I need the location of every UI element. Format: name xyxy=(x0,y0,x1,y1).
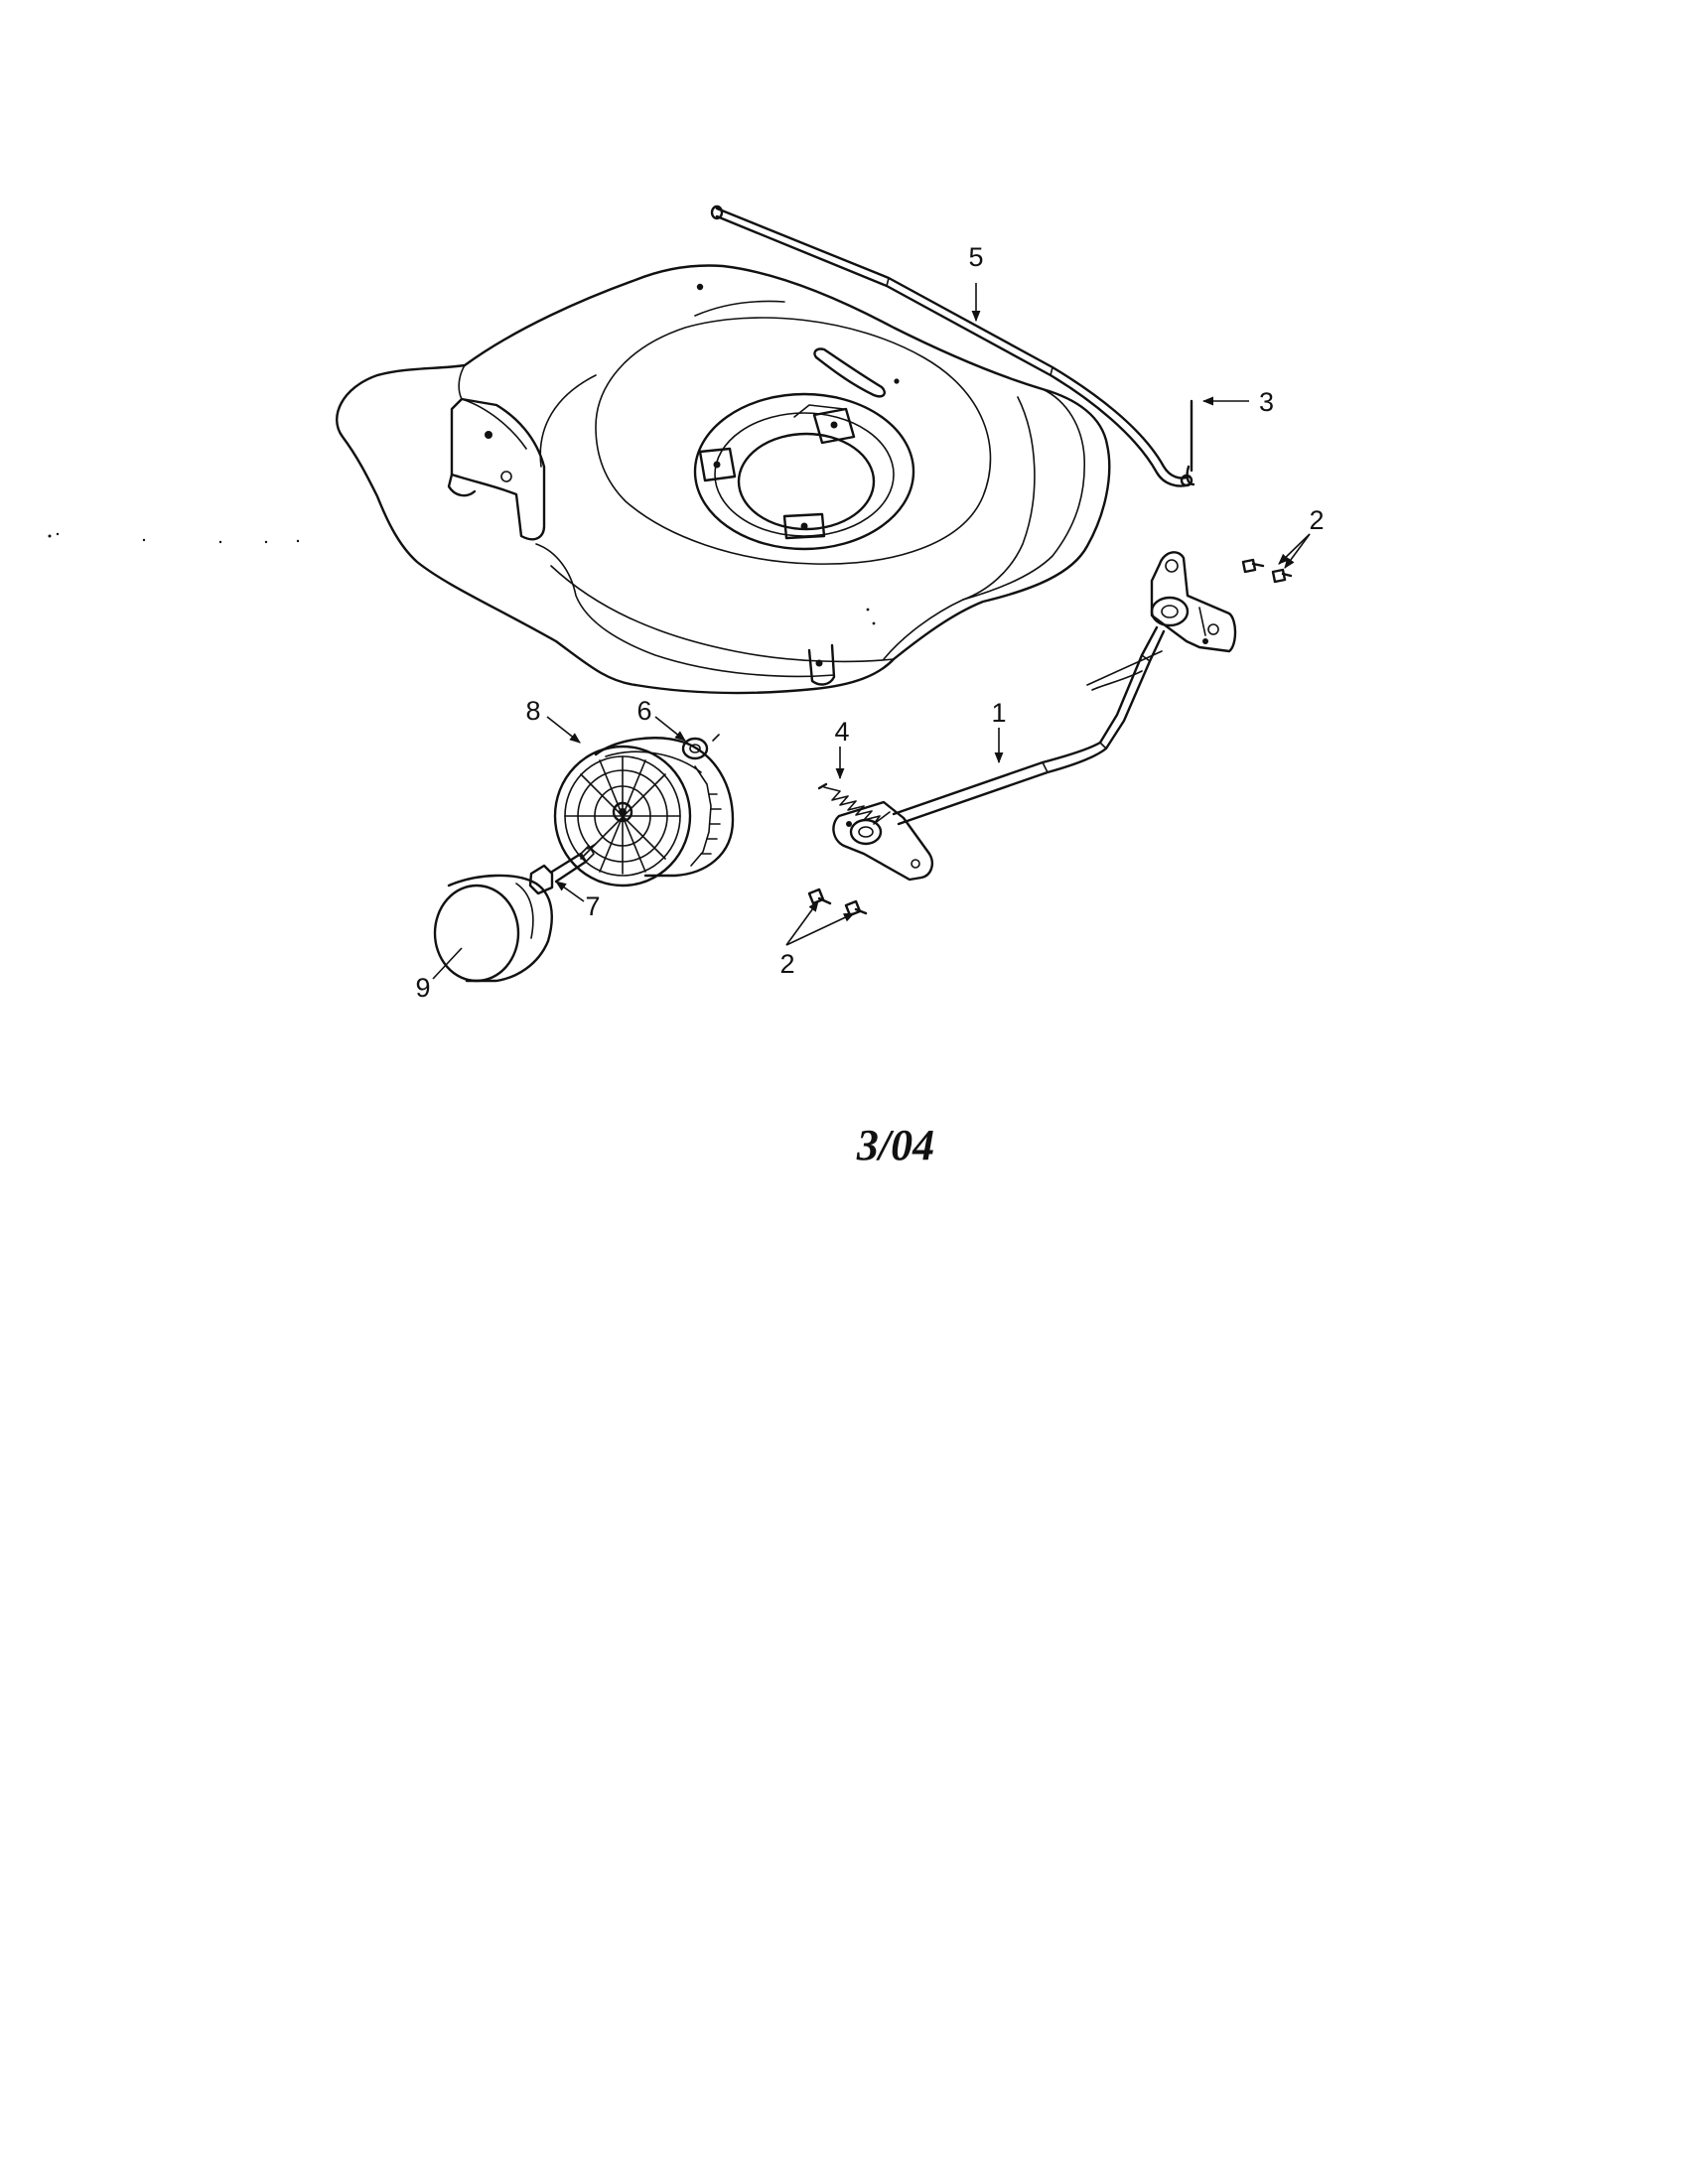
spring xyxy=(817,782,891,825)
date-stamp: 3/04 xyxy=(856,1121,934,1169)
callout-1: 1 xyxy=(991,698,1006,728)
scan-marks xyxy=(48,532,300,544)
mower-deck xyxy=(336,264,1111,695)
wheel-nut xyxy=(681,734,720,760)
wheel-bolt xyxy=(528,843,597,895)
callout-4: 4 xyxy=(834,717,849,747)
callout-3: 3 xyxy=(1259,387,1274,417)
callout-8: 8 xyxy=(525,696,540,726)
callout-5: 5 xyxy=(968,242,983,272)
height-adjuster-bracket-left xyxy=(832,800,933,882)
screws-right xyxy=(1241,558,1293,584)
leader-lines xyxy=(432,283,1311,980)
callout-7: 7 xyxy=(585,891,600,921)
height-adjuster-bracket-right xyxy=(1150,551,1237,653)
callout-2-top: 2 xyxy=(1309,505,1324,535)
front-axle-rod xyxy=(892,625,1166,826)
rear-axle-rod xyxy=(710,205,1193,487)
callout-6: 6 xyxy=(636,696,651,726)
callout-labels: 5 3 2 1 4 8 6 7 9 2 xyxy=(415,242,1324,1003)
hub-cap xyxy=(433,874,553,983)
callout-9: 9 xyxy=(415,973,430,1003)
callout-2-bottom: 2 xyxy=(779,949,794,979)
wheel xyxy=(553,737,735,887)
screws-left xyxy=(807,887,868,917)
rod-clip xyxy=(1186,399,1195,486)
